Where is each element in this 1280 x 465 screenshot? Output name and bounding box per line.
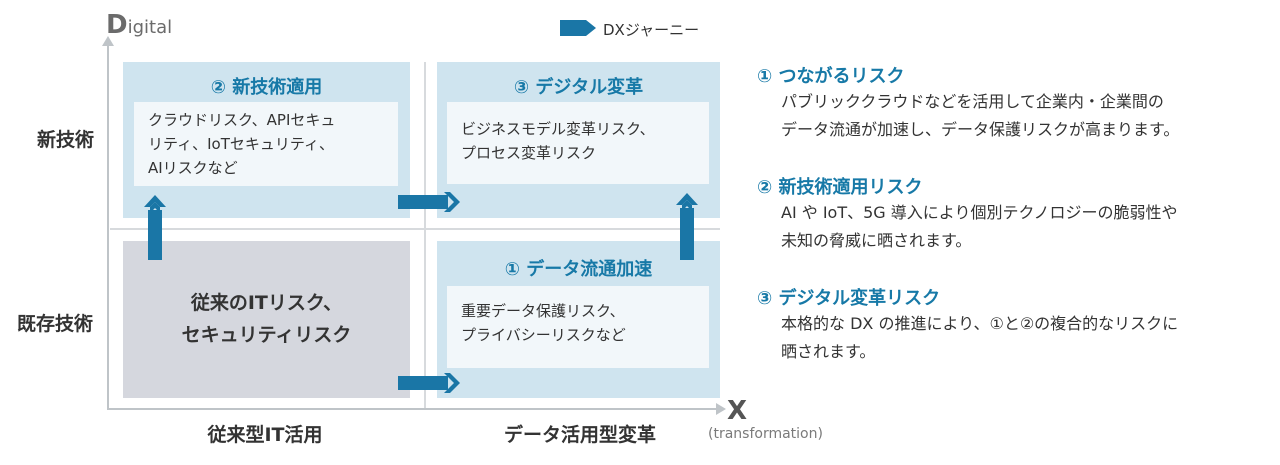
body-line: セキュリティリスク bbox=[181, 324, 352, 346]
body-line: プロセス変革リスク bbox=[461, 144, 597, 162]
risk-description-line: データ流通が加速し、データ保護リスクが高まります。 bbox=[781, 120, 1180, 139]
risk-description-line: パブリッククラウドなどを活用して企業内・企業間の bbox=[781, 92, 1164, 111]
risk-description: 本格的な DX の推進により、①と②の複合的なリスクに 晒されます。 bbox=[781, 310, 1178, 366]
risk-title: ② 新技術適用リスク bbox=[757, 177, 923, 198]
journey-arrow-right-top-head bbox=[444, 192, 460, 212]
quadrant-body-digital-transformation: ビジネスモデル変革リスク、 プロセス変革リスク bbox=[447, 102, 709, 184]
body-line: ビジネスモデル変革リスク、 bbox=[461, 120, 655, 138]
y-axis bbox=[107, 44, 109, 410]
journey-arrow-up-left-head bbox=[144, 195, 166, 213]
row-label-new-tech: 新技術 bbox=[37, 129, 95, 151]
row-divider bbox=[110, 228, 720, 230]
legend-label: DXジャーニー bbox=[603, 21, 700, 39]
body-line: リティ、IoTセキュリティ、 bbox=[148, 135, 334, 153]
y-axis-title-rest: igital bbox=[127, 17, 173, 38]
risk-item-digital-transformation: ③ デジタル変革リスク 本格的な DX の推進により、①と②の複合的なリスクに … bbox=[757, 284, 1178, 366]
body-line: プライバシーリスクなど bbox=[461, 326, 626, 344]
journey-arrow-up-right-body bbox=[680, 208, 694, 260]
quadrant-title-data-flow-acceleration: ① データ流通加速 bbox=[504, 259, 653, 280]
y-axis-title-initial: D bbox=[106, 10, 128, 40]
body-line: 重要データ保護リスク、 bbox=[461, 302, 625, 320]
y-axis-arrowhead bbox=[102, 36, 114, 46]
journey-arrow-right-top-body bbox=[398, 195, 448, 209]
risk-title: ① つながるリスク bbox=[757, 66, 905, 87]
body-line: 従来のITリスク、 bbox=[190, 292, 343, 314]
risk-item-new-tech: ② 新技術適用リスク AI や IoT、5G 導入により個別テクノロジーの脆弱性… bbox=[757, 173, 1178, 255]
quadrant-legacy-it-risk bbox=[123, 241, 410, 398]
body-line: AIリスクなど bbox=[148, 159, 238, 177]
column-divider bbox=[424, 62, 426, 408]
journey-arrow-right-bottom-body bbox=[398, 376, 448, 390]
legend-arrow-head bbox=[586, 20, 596, 36]
quadrant-body-new-tech-adoption: クラウドリスク、APIセキュ リティ、IoTセキュリティ、 AIリスクなど bbox=[134, 102, 398, 186]
journey-arrow-right-bottom-head bbox=[444, 373, 460, 393]
risk-description: パブリッククラウドなどを活用して企業内・企業間の データ流通が加速し、データ保護… bbox=[781, 88, 1179, 144]
column-label-legacy-it: 従来型IT活用 bbox=[207, 424, 323, 446]
risk-title: ③ デジタル変革リスク bbox=[757, 288, 941, 309]
risk-description-line: 未知の脅威に晒されます。 bbox=[781, 231, 972, 250]
x-axis-title: X bbox=[727, 396, 748, 426]
risk-description-line: 本格的な DX の推進により、①と②の複合的なリスクに bbox=[781, 314, 1179, 333]
y-axis-title: Digital bbox=[106, 10, 172, 40]
journey-arrow-up-left-body bbox=[148, 210, 162, 260]
body-line: クラウドリスク、APIセキュ bbox=[148, 111, 336, 129]
risk-description-line: 晒されます。 bbox=[781, 342, 876, 361]
risk-description: AI や IoT、5G 導入により個別テクノロジーの脆弱性や 未知の脅威に晒され… bbox=[781, 199, 1178, 255]
risk-item-connected: ① つながるリスク パブリッククラウドなどを活用して企業内・企業間の データ流通… bbox=[757, 62, 1179, 144]
journey-arrow-up-right-head bbox=[676, 193, 698, 211]
quadrant-title-new-tech-adoption: ② 新技術適用 bbox=[210, 77, 323, 98]
risk-description-line: AI や IoT、5G 導入により個別テクノロジーの脆弱性や bbox=[781, 203, 1178, 222]
x-axis bbox=[107, 408, 717, 410]
x-axis-subtitle: (transformation) bbox=[708, 426, 823, 442]
quadrant-title-digital-transformation: ③ デジタル変革 bbox=[513, 77, 644, 98]
quadrant-body-legacy-it-risk: 従来のITリスク、 セキュリティリスク bbox=[123, 287, 410, 351]
legend-arrow-body bbox=[560, 20, 586, 36]
row-label-existing-tech: 既存技術 bbox=[17, 313, 94, 335]
column-label-data-transformation: データ活用型変革 bbox=[503, 424, 656, 446]
quadrant-body-data-flow-acceleration: 重要データ保護リスク、 プライバシーリスクなど bbox=[447, 286, 709, 368]
x-axis-arrowhead bbox=[716, 403, 726, 415]
